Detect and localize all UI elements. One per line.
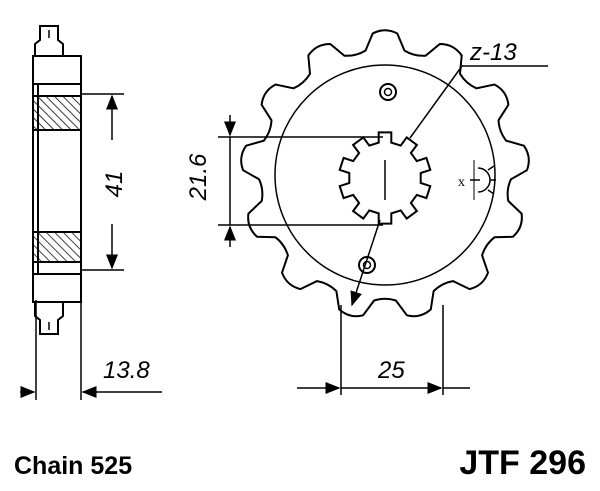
pitch-circle [274, 64, 496, 286]
part-number-caption: JTF 296 [459, 444, 586, 482]
side-view-top-hatch [32, 95, 82, 131]
side-view-top-tooth [32, 55, 82, 85]
tooth-count-label: z-13 [469, 39, 517, 66]
side-view-bottom-hatch [32, 231, 82, 263]
center-lines [350, 65, 548, 307]
dim-hub-length-label: 41 [101, 171, 128, 198]
dim-bolt-spacing [297, 305, 470, 395]
dim-hub-width-label: 13.8 [103, 357, 150, 384]
chain-caption: Chain 525 [14, 452, 132, 480]
dim-bolt-spacing-label: 25 [377, 357, 405, 384]
front-view: х z-13 [240, 29, 548, 318]
dim-spline-diameter-label: 21.6 [185, 153, 212, 201]
side-view [32, 25, 82, 335]
top-bolt-hole [379, 83, 397, 101]
side-view-bottom-tooth [32, 273, 82, 303]
dim-hub-length [81, 93, 124, 271]
dim-hub-width [20, 300, 162, 400]
dim-spline-diameter [218, 115, 383, 247]
direction-symbol-text: х [458, 175, 465, 190]
direction-symbol [470, 160, 496, 200]
